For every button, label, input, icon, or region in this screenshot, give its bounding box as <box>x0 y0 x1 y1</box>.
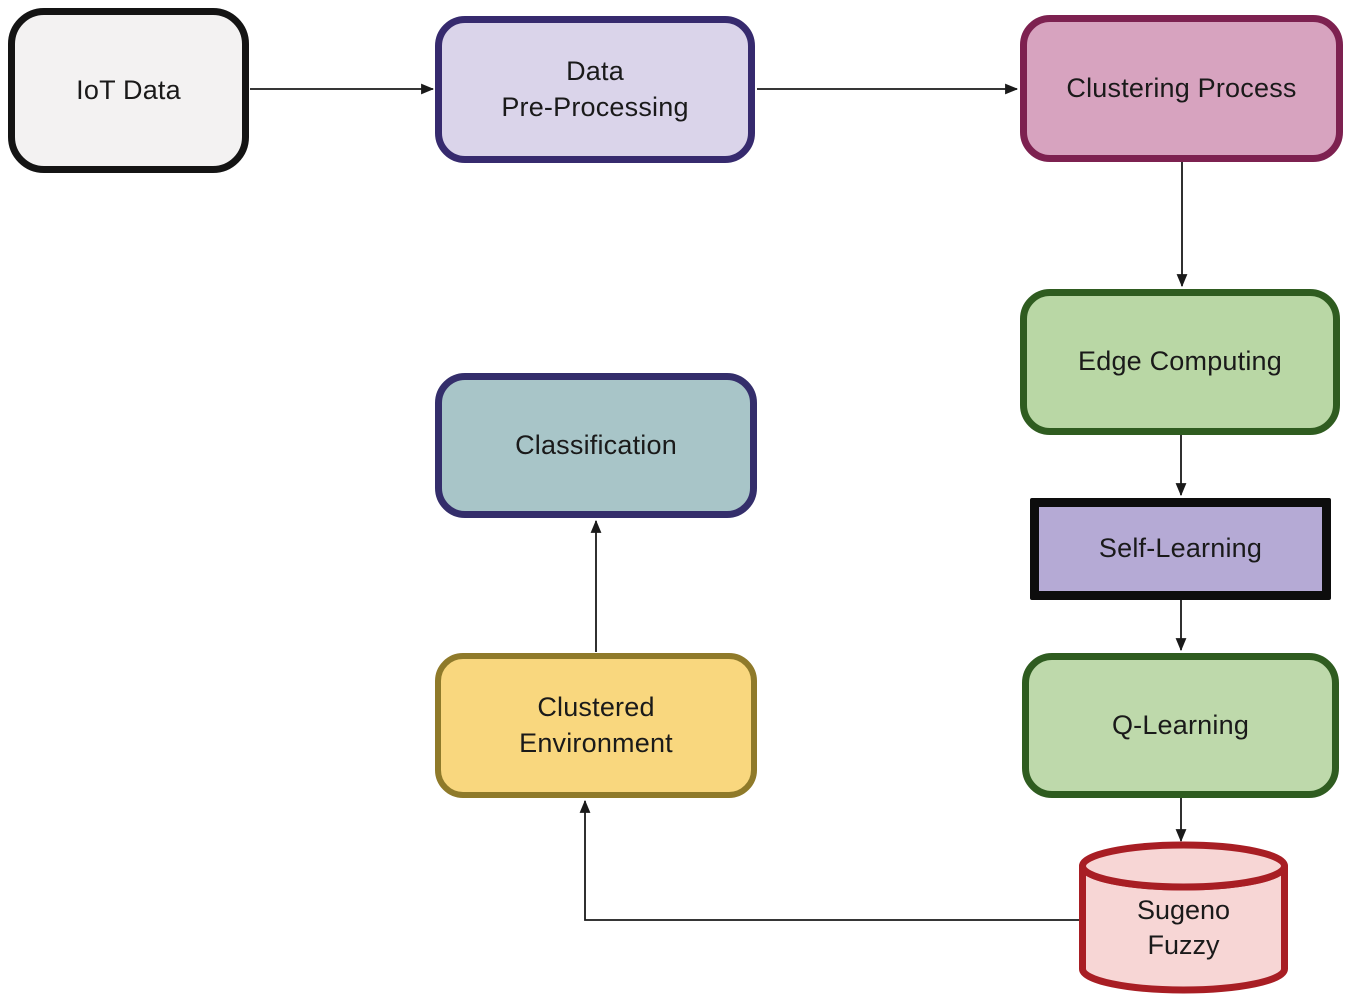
node-sugeno-fuzzy-cylinder <box>1079 841 1288 994</box>
node-clustering-process-label: Clustering Process <box>1066 72 1297 103</box>
cylinder-top <box>1079 841 1288 891</box>
node-clustered-environment-label: Clustered Environment <box>519 692 673 758</box>
node-classification: Classification <box>435 373 757 518</box>
node-clustering-process: Clustering Process <box>1020 15 1343 162</box>
node-iot-data: IoT Data <box>8 8 249 173</box>
node-data-pre-processing: Data Pre-Processing <box>435 16 755 163</box>
node-q-learning: Q-Learning <box>1022 653 1339 798</box>
node-q-learning-label: Q-Learning <box>1111 709 1250 740</box>
node-iot-data-label: IoT Data <box>76 74 181 105</box>
edge-sugeno-fuzzy-to-clustered-environment <box>579 799 1082 921</box>
node-clustered-environment: Clustered Environment <box>435 653 757 798</box>
node-self-learning-label: Self-Learning <box>1098 533 1263 564</box>
node-edge-computing-label: Edge Computing <box>1078 346 1282 377</box>
node-sugeno-fuzzy-label: Sugeno Fuzzy <box>1136 894 1231 960</box>
node-data-pre-processing-label: Data Pre-Processing <box>501 56 689 122</box>
node-sugeno-fuzzy: Sugeno Fuzzy <box>1082 878 1285 978</box>
node-classification-label: Classification <box>515 429 677 460</box>
node-edge-computing: Edge Computing <box>1020 289 1340 435</box>
node-self-learning: Self-Learning <box>1030 498 1331 600</box>
